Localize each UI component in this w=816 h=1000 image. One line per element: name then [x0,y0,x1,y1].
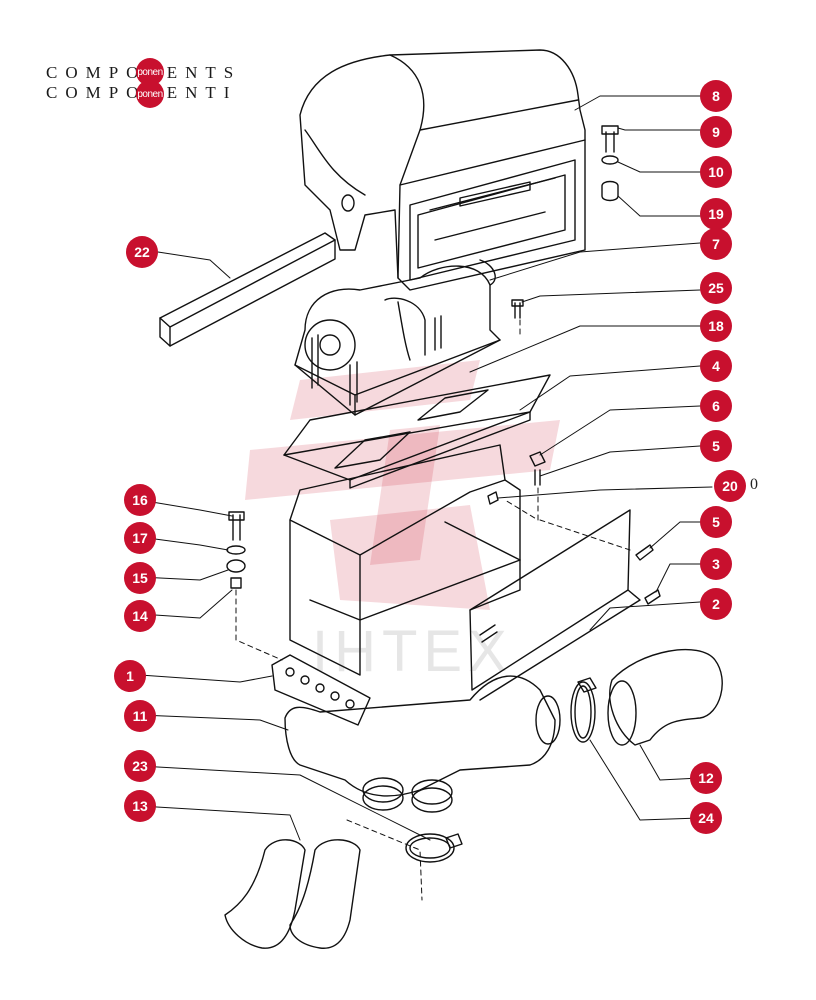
heading-badge: ponen [136,80,164,108]
callout-16[interactable]: 16 [124,484,156,516]
hose-clamps [405,677,597,863]
blower-assembly [294,259,501,416]
callout-3[interactable]: 3 [700,548,732,580]
fasteners [226,125,661,643]
lower-duct [284,675,561,813]
callout-24[interactable]: 24 [690,802,722,834]
callout-10[interactable]: 10 [700,156,732,188]
callout-5[interactable]: 5 [700,430,732,462]
callout-20[interactable]: 20 [714,470,746,502]
callout-19[interactable]: 19 [700,198,732,230]
leader-lines [139,95,713,841]
stray-digit: 0 [750,476,758,493]
callout-14[interactable]: 14 [124,600,156,632]
callout-6[interactable]: 6 [700,390,732,422]
support-plate [283,374,551,489]
callout-1[interactable]: 1 [114,660,146,692]
callout-22[interactable]: 22 [126,236,158,268]
callout-13[interactable]: 13 [124,790,156,822]
flex-hoses-lower [224,839,361,949]
callout-15[interactable]: 15 [124,562,156,594]
callout-25[interactable]: 25 [700,272,732,304]
strip-bar [159,232,336,347]
callout-8[interactable]: 8 [700,80,732,112]
callout-11[interactable]: 11 [124,700,156,732]
callout-9[interactable]: 9 [700,116,732,148]
callout-12[interactable]: 12 [690,762,722,794]
alignment-lines [235,319,631,901]
callout-5-lower[interactable]: 5 [700,506,732,538]
callout-2[interactable]: 2 [700,588,732,620]
callout-18[interactable]: 18 [700,310,732,342]
callout-23[interactable]: 23 [124,750,156,782]
callout-17[interactable]: 17 [124,522,156,554]
watermark-text: IHTEX [312,619,513,684]
callout-7[interactable]: 7 [700,228,732,260]
air-cover [299,49,586,291]
duct-frame [289,444,641,701]
flex-hose-right [607,648,723,746]
callout-4[interactable]: 4 [700,350,732,382]
flange-plate [271,654,371,726]
